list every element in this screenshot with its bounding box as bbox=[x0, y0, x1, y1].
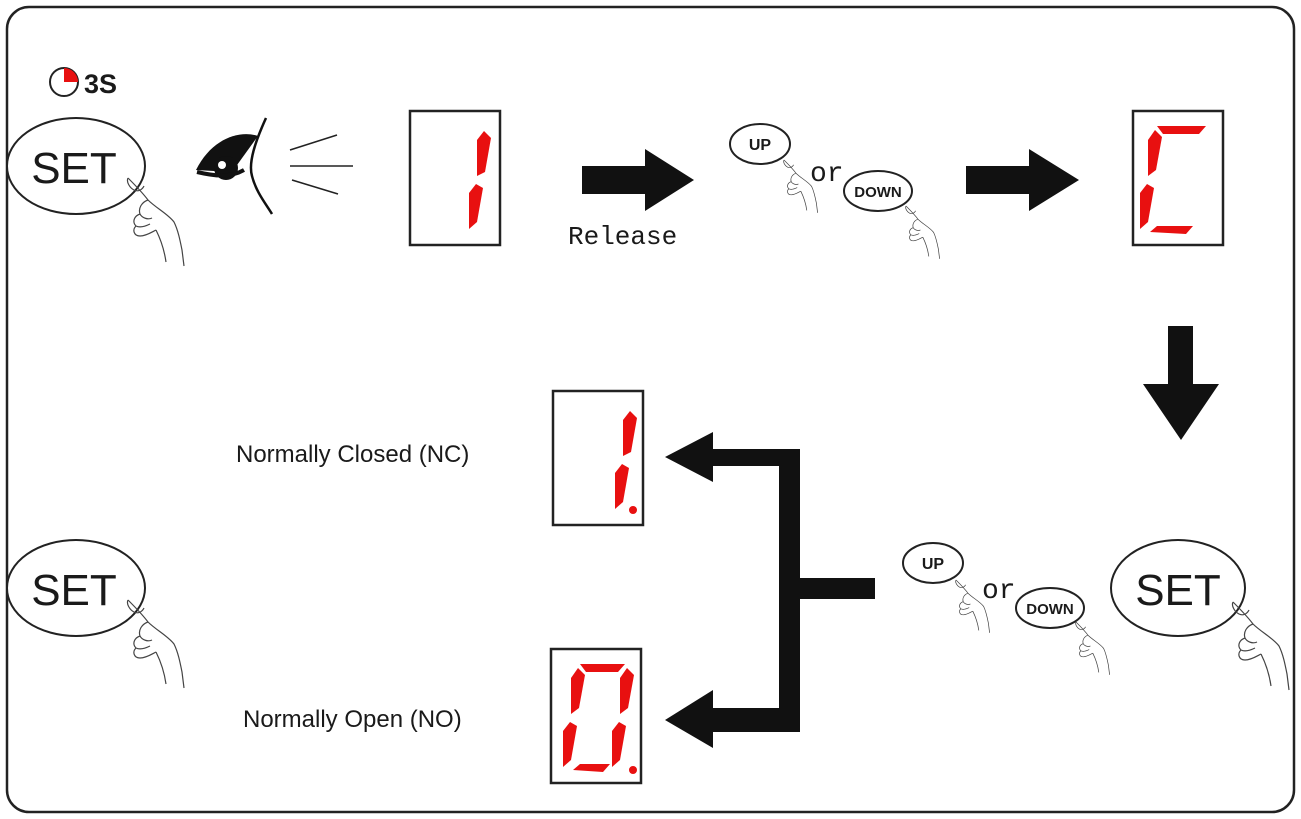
timer-duration: 3S bbox=[84, 69, 117, 99]
no-label: Normally Open (NO) bbox=[243, 706, 462, 733]
eye-icon bbox=[196, 117, 274, 215]
arrow-down-icon bbox=[1143, 326, 1219, 440]
down-button[interactable]: DOWN bbox=[1015, 587, 1085, 629]
set-button[interactable]: SET bbox=[1110, 539, 1246, 637]
branch-arrow-icon bbox=[665, 432, 875, 748]
up-button[interactable]: UP bbox=[729, 123, 791, 165]
arrow-right-icon bbox=[582, 149, 694, 211]
timer-icon bbox=[49, 67, 79, 97]
down-button[interactable]: DOWN bbox=[843, 170, 913, 212]
hand-icon bbox=[126, 599, 185, 689]
set-button[interactable]: SET bbox=[6, 539, 146, 637]
svg-text:SET: SET bbox=[1135, 566, 1221, 615]
diagram-frame bbox=[5, 5, 1296, 814]
or-label: or bbox=[810, 159, 844, 190]
hand-icon bbox=[1231, 601, 1290, 691]
sight-lines bbox=[289, 134, 353, 195]
hand-icon bbox=[905, 205, 940, 260]
seven-segment-display-nc: 1. bbox=[551, 389, 645, 527]
hand-icon bbox=[126, 177, 185, 267]
seven-segment-display-no: 0. bbox=[549, 647, 643, 785]
release-label: Release bbox=[568, 222, 677, 252]
or-label: or bbox=[982, 576, 1016, 607]
svg-text:UP: UP bbox=[749, 137, 772, 154]
seven-segment-display-first: 1 bbox=[408, 109, 502, 247]
up-button[interactable]: UP bbox=[902, 542, 964, 584]
seven-segment-display-second: C bbox=[1131, 109, 1225, 247]
svg-text:SET: SET bbox=[31, 566, 117, 615]
nc-label: Normally Closed (NC) bbox=[236, 441, 469, 468]
set-button[interactable]: SET bbox=[6, 117, 146, 215]
svg-text:DOWN: DOWN bbox=[1026, 601, 1074, 618]
svg-text:UP: UP bbox=[922, 556, 945, 573]
svg-text:DOWN: DOWN bbox=[854, 184, 902, 201]
hand-icon bbox=[1075, 621, 1110, 676]
arrow-right-icon bbox=[966, 149, 1079, 211]
svg-text:SET: SET bbox=[31, 144, 117, 193]
